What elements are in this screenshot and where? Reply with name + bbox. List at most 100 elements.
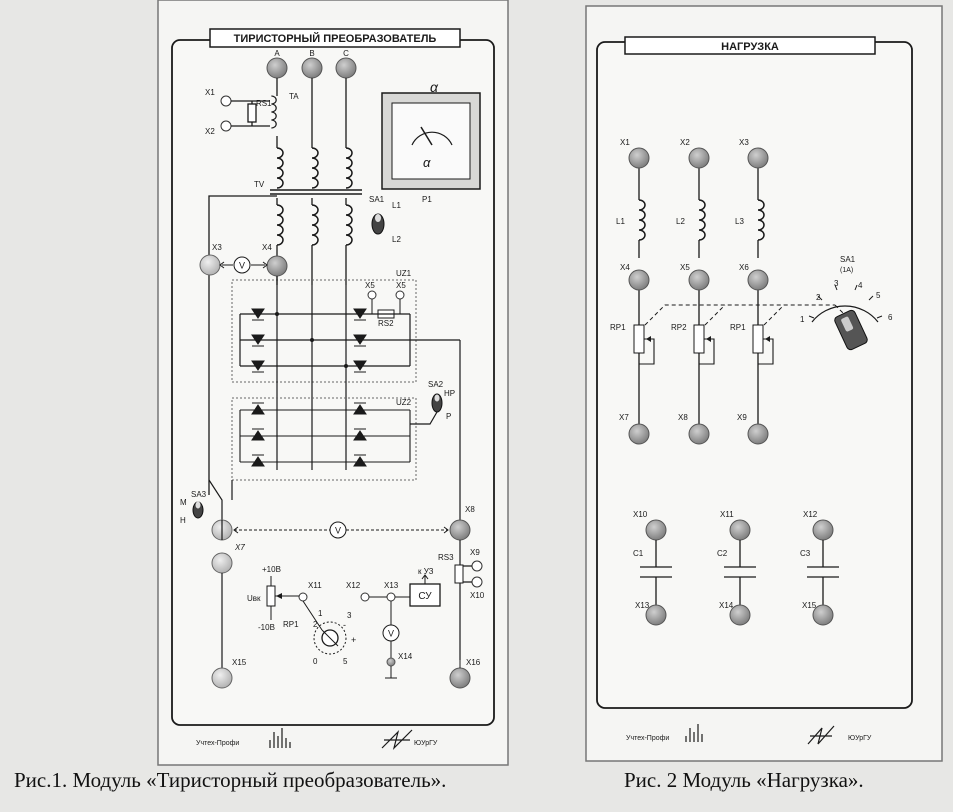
x12-terminal[interactable] <box>360 592 370 602</box>
c3-label: C3 <box>800 549 811 558</box>
figure2-university-logo <box>807 725 835 745</box>
setpoint-dial[interactable] <box>313 621 347 655</box>
x7-terminal-lower[interactable] <box>211 552 233 574</box>
figure1-title: ТИРИСТОРНЫЙ ПРЕОБРАЗОВАТЕЛЬ <box>234 32 437 45</box>
sa2-label: SA2 <box>428 380 444 389</box>
minus10-label: -10В <box>258 623 275 632</box>
voltmeter-2-label: V <box>335 526 341 536</box>
node-c <box>344 364 348 368</box>
x10-label: X10 <box>470 591 485 600</box>
x10-terminal[interactable] <box>471 576 483 588</box>
x13-terminal[interactable] <box>386 592 396 602</box>
x1-label: X1 <box>205 88 215 97</box>
uz1-thyristors <box>251 308 367 373</box>
rs3-label: RS3 <box>438 553 454 562</box>
n-label: Н <box>180 516 186 525</box>
m-label: М <box>180 498 187 507</box>
x2-load-terminal[interactable] <box>688 147 710 169</box>
x1-load-terminal[interactable] <box>628 147 650 169</box>
sa1-pos-3: 3 <box>834 279 839 288</box>
uz2-thyristors <box>251 402 367 467</box>
x11-label: X11 <box>308 581 322 590</box>
sa1-mechanical-link <box>644 304 846 326</box>
rp3-rheostat <box>752 324 764 354</box>
c1-label: C1 <box>633 549 644 558</box>
dial-mark-0: 0 <box>313 657 318 666</box>
x8-label: X8 <box>465 505 475 514</box>
sa1-dial-ticks <box>808 284 883 319</box>
meter-p1-face <box>391 102 471 180</box>
x13-load-terminal[interactable] <box>645 604 667 626</box>
sa1-rating-label: (1A) <box>840 267 853 274</box>
dial-mark-plus: + <box>351 635 356 645</box>
x13-load-label: X13 <box>635 601 650 610</box>
x16-terminal[interactable] <box>449 667 471 689</box>
cy-label: СУ <box>418 591 432 602</box>
figure2-title-box <box>624 36 876 55</box>
x3-load-terminal[interactable] <box>747 147 769 169</box>
x1-load-label: X1 <box>620 138 630 147</box>
x11-load-terminal[interactable] <box>729 519 751 541</box>
ta-label: TA <box>289 92 299 101</box>
x6-load-terminal[interactable] <box>747 269 769 291</box>
p1-label: P1 <box>422 195 432 204</box>
ku3-label: к УЗ <box>418 567 434 576</box>
x15-load-label: X15 <box>802 601 817 610</box>
x5-terminal[interactable] <box>367 290 377 300</box>
x11-terminal[interactable] <box>298 592 308 602</box>
sa1-pos-6: 6 <box>888 313 893 322</box>
x4-load-terminal[interactable] <box>628 269 650 291</box>
control-wires <box>286 595 410 598</box>
uvk-label: Uвк <box>247 594 261 603</box>
x2-label: X2 <box>205 127 215 136</box>
x14-terminal[interactable] <box>386 657 396 667</box>
rp1-rheostat <box>633 324 645 354</box>
x5b-terminal[interactable] <box>395 290 405 300</box>
load-column-wiring <box>638 168 759 425</box>
x14-load-label: X14 <box>719 601 734 610</box>
x13-label: X13 <box>384 581 399 590</box>
x3-terminal[interactable] <box>199 254 221 276</box>
sa1-rotary-knob[interactable] <box>833 309 868 351</box>
x15-terminal[interactable] <box>211 667 233 689</box>
node-b <box>310 338 314 342</box>
x10-load-terminal[interactable] <box>645 519 667 541</box>
x16-label: X16 <box>466 658 481 667</box>
x8-load-label: X8 <box>678 413 688 422</box>
voltmeter-3 <box>382 624 400 642</box>
meter-needle <box>420 126 433 146</box>
rp2-rheostat <box>693 324 705 354</box>
figure2-title: НАГРУЗКА <box>721 41 779 53</box>
uz-phase-links <box>276 276 347 470</box>
x12-load-terminal[interactable] <box>812 519 834 541</box>
x5-load-terminal[interactable] <box>688 269 710 291</box>
x4-terminal[interactable] <box>266 255 288 277</box>
sa1-toggle-highlight <box>375 214 381 222</box>
figure1-brand-logo <box>269 728 291 748</box>
rs3-wiring <box>459 540 472 660</box>
dial-mark-1: 1 <box>318 609 323 618</box>
x9-terminal[interactable] <box>471 560 483 572</box>
uz2-label: UZ2 <box>396 398 412 407</box>
sa1-pos-2: 2 <box>816 293 821 302</box>
phase-a-terminal[interactable] <box>266 57 288 79</box>
rs1-wiring <box>231 100 253 127</box>
uz1-label: UZ1 <box>396 269 412 278</box>
sa1-pos-5: 5 <box>876 291 881 300</box>
x7-load-terminal[interactable] <box>628 423 650 445</box>
phase-b-terminal[interactable] <box>301 57 323 79</box>
phase-c-terminal[interactable] <box>335 57 357 79</box>
x14-load-terminal[interactable] <box>729 604 751 626</box>
x8-terminal[interactable] <box>449 519 471 541</box>
dial-link-wire <box>302 600 323 631</box>
x15-load-terminal[interactable] <box>812 604 834 626</box>
x9-load-terminal[interactable] <box>747 423 769 445</box>
x1-terminal[interactable] <box>220 95 232 107</box>
l3-label: L3 <box>735 217 744 226</box>
figure1-module: ТИРИСТОРНЫЙ ПРЕОБРАЗОВАТЕЛЬ A B C X1 X2 … <box>157 0 509 766</box>
x2-terminal[interactable] <box>220 120 232 132</box>
voltmeter-1-label: V <box>239 261 245 271</box>
x8-load-terminal[interactable] <box>688 423 710 445</box>
l2-label: L2 <box>392 235 401 244</box>
